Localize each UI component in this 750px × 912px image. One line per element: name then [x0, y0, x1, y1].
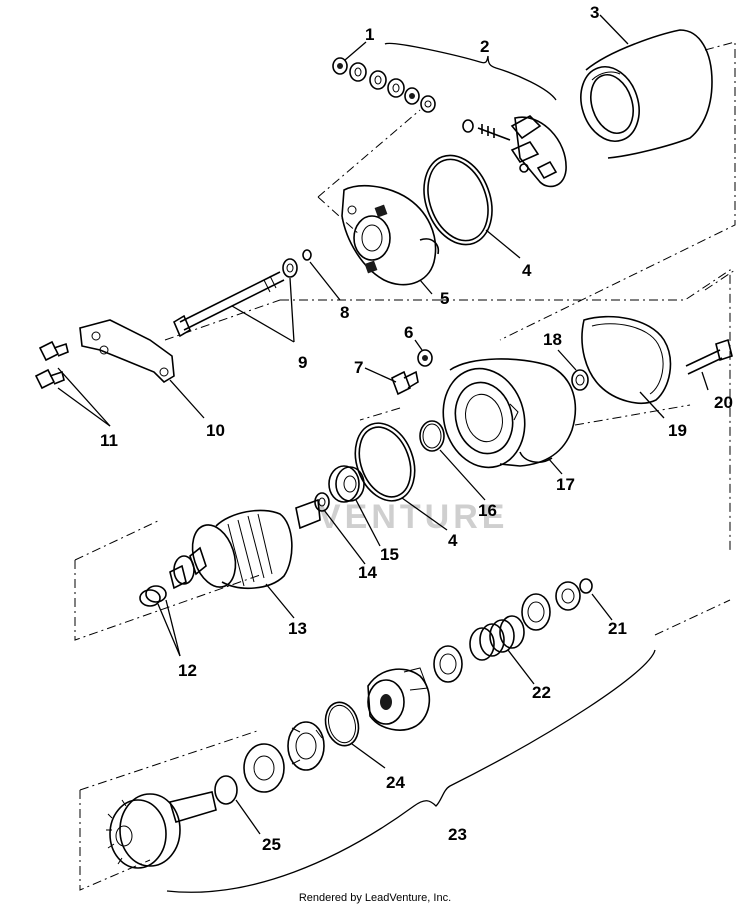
springs-pair	[139, 585, 167, 607]
gasket	[581, 315, 672, 404]
housing-bolt	[685, 338, 733, 375]
bracket-bolts	[34, 340, 69, 390]
seal-washer	[571, 369, 589, 391]
alignment-lines	[74, 41, 736, 891]
callout-13: 13	[288, 619, 307, 638]
callout-6: 6	[404, 323, 413, 342]
stop-collar	[243, 721, 325, 793]
callout-22: 22	[532, 683, 551, 702]
motor-yoke	[580, 29, 713, 159]
callout-9: 9	[298, 353, 307, 372]
callout-7: 7	[354, 358, 363, 377]
armature	[169, 498, 321, 590]
terminal-hardware	[390, 349, 433, 396]
callout-labels: 1 2 3 4 5 6 7 8 9 10 11 12 13 14 15 16 1…	[100, 3, 733, 854]
brush-holder	[462, 115, 567, 188]
callout-20: 20	[714, 393, 733, 412]
callout-12: 12	[178, 661, 197, 680]
callout-14: 14	[358, 563, 377, 582]
callout-1: 1	[365, 25, 374, 44]
callout-2: 2	[480, 37, 489, 56]
callout-25: 25	[262, 835, 281, 854]
callout-3: 3	[590, 3, 599, 22]
callout-10: 10	[206, 421, 225, 440]
snap-ring	[214, 775, 238, 805]
group-braces	[166, 42, 656, 893]
leader-lines	[57, 14, 709, 835]
callout-24: 24	[386, 773, 405, 792]
callout-16: 16	[478, 501, 497, 520]
pinion-clutch	[367, 667, 431, 731]
thrust-washer	[314, 492, 330, 512]
callout-21: 21	[608, 619, 627, 638]
callout-23: 23	[448, 825, 467, 844]
retaining-ring	[324, 701, 360, 747]
callout-4-upper: 4	[522, 261, 532, 280]
callout-17: 17	[556, 475, 575, 494]
callout-18: 18	[543, 330, 562, 349]
callout-11: 11	[100, 431, 118, 450]
small-o-ring	[419, 420, 445, 452]
washer-stack	[332, 57, 436, 113]
end-cover	[341, 184, 440, 286]
callout-8: 8	[340, 303, 349, 322]
o-ring-upper	[423, 154, 493, 246]
footer-credit: Rendered by LeadVenture, Inc.	[298, 892, 452, 904]
small-washer	[302, 249, 312, 261]
front-housing	[442, 358, 577, 469]
clutch-spring	[433, 615, 525, 683]
pinion-shaft	[106, 791, 217, 869]
through-bolt	[172, 258, 298, 338]
mounting-bracket	[79, 319, 175, 384]
callout-15: 15	[380, 545, 399, 564]
small-ring-21	[579, 578, 593, 594]
bearing	[328, 465, 365, 503]
callout-5: 5	[440, 289, 449, 308]
callout-4-lower: 4	[448, 531, 458, 550]
callout-19: 19	[668, 421, 687, 440]
